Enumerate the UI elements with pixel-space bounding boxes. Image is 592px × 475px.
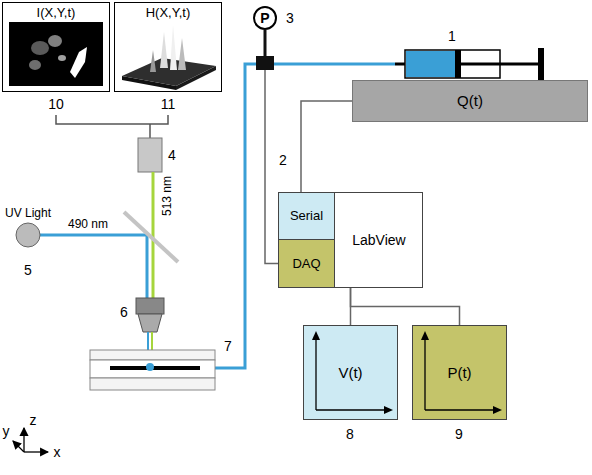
microfluidic-chip (90, 350, 215, 390)
syringe (395, 48, 544, 80)
labview-box: LabView SerialDAQ (278, 192, 423, 288)
panel-title: I(X,Y,t) (37, 5, 76, 21)
syringe-pump: Q(t) (352, 80, 588, 122)
callout-number: 9 (455, 426, 463, 442)
lamp-symbol (15, 222, 41, 248)
callout-number: 5 (24, 262, 32, 278)
uv-light-source: UV Light (0, 206, 56, 248)
pressure-sensor: P (253, 6, 277, 30)
image-panel: H(X,Y,t) (114, 2, 222, 92)
node-label: P (260, 10, 269, 27)
daq-box: DAQ (279, 240, 335, 287)
node-label: Serial (290, 208, 323, 224)
axis-triad (13, 428, 48, 452)
callout-number: 7 (224, 338, 232, 354)
callout-number: 8 (346, 426, 354, 442)
camera (138, 138, 162, 172)
objective (136, 298, 164, 332)
callout-number: 11 (161, 96, 176, 112)
axis-label: z (30, 412, 37, 428)
signal-plot: P(t) (412, 325, 507, 420)
node-label: V(t) (338, 364, 362, 382)
callout-number: 2 (279, 152, 287, 168)
sensor-fitting (256, 30, 274, 70)
axis-label: y (3, 423, 10, 439)
signal-wires (56, 115, 168, 138)
node-label: UV Light (5, 206, 51, 220)
dichroic-mirror (124, 212, 178, 262)
signal-cable (301, 101, 352, 193)
callout-number: 3 (286, 10, 294, 26)
node-label: Q(t) (457, 92, 483, 110)
callout-number: 10 (48, 96, 64, 112)
wavelength-label: 490 nm (68, 216, 108, 232)
node-label: LabView (336, 193, 422, 287)
image-panel: I(X,Y,t) (2, 2, 110, 92)
node-label: DAQ (292, 256, 320, 272)
panel-title: H(X,Y,t) (146, 5, 191, 21)
callout-number: 4 (168, 147, 176, 163)
excitation-beam (40, 235, 147, 298)
signal-cable (351, 288, 460, 325)
emission-beam (152, 172, 155, 298)
surface-plot (122, 25, 216, 90)
callout-number: 6 (120, 304, 128, 320)
callout-number: 1 (448, 28, 456, 44)
axis-label: x (54, 444, 61, 460)
fluorescence-image (9, 22, 103, 86)
serial-box: Serial (279, 193, 335, 240)
signal-plot: V(t) (303, 325, 398, 420)
wavelength-label: 513 nm (159, 176, 175, 216)
node-label: P(t) (447, 364, 471, 382)
